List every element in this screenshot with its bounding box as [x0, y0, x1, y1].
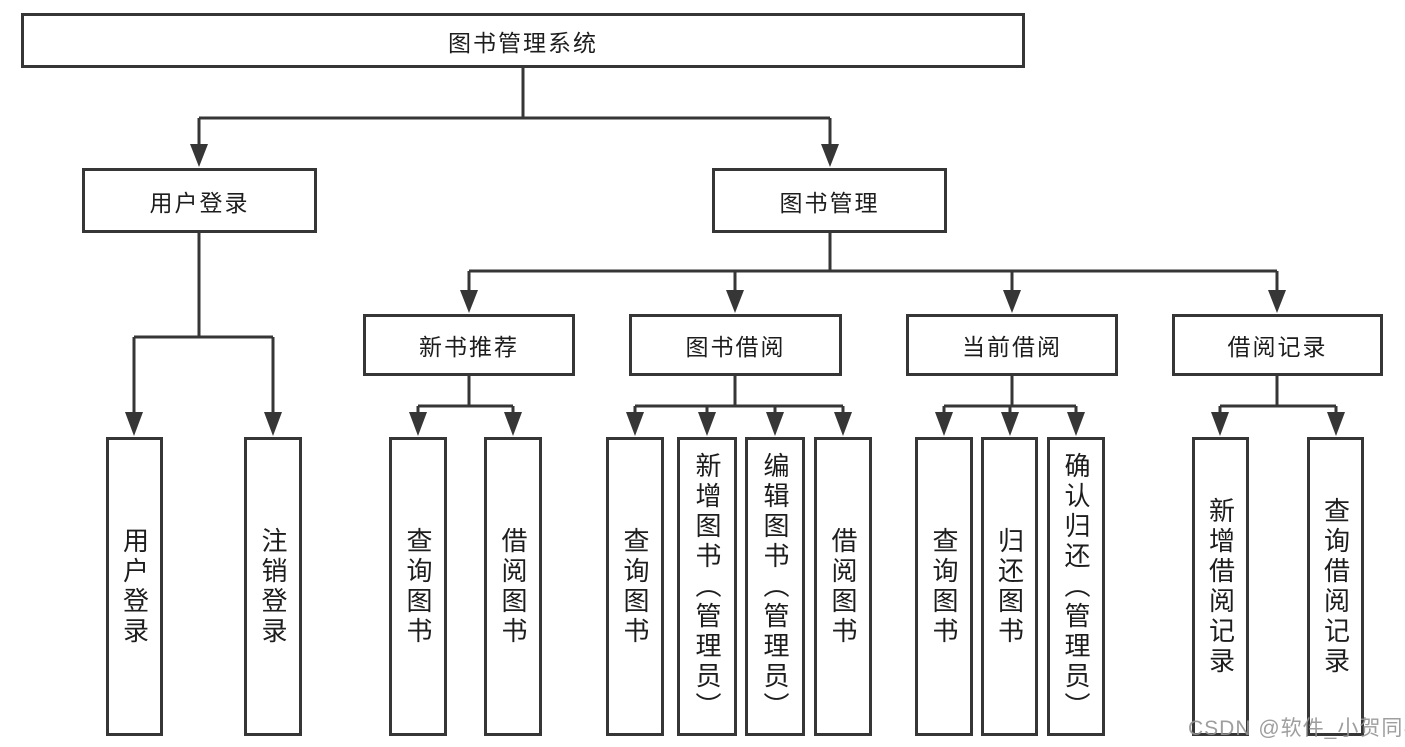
connector-borrowing-records-to-children — [1211, 376, 1345, 436]
connector-user-login-to-children — [125, 233, 282, 436]
node-current-borrowing: 当前借阅 — [906, 314, 1118, 376]
leaf-current-return-books-label: 归还图书 — [994, 526, 1025, 647]
leaf-records-query-borrow-record-label: 查询借阅记录 — [1320, 496, 1351, 677]
leaf-current-query-books: 查询图书 — [915, 437, 973, 736]
leaf-borrowing-query-books-label: 查询图书 — [620, 526, 650, 647]
node-user-login: 用户登录 — [82, 168, 317, 233]
leaf-records-add-borrow-record: 新增借阅记录 — [1192, 437, 1249, 736]
leaf-user-login: 用户登录 — [106, 437, 163, 736]
leaf-borrowing-borrow-books-label: 借阅图书 — [828, 526, 858, 647]
node-borrowing-records: 借阅记录 — [1172, 314, 1383, 376]
leaf-records-add-borrow-record-label: 新增借阅记录 — [1205, 496, 1236, 677]
node-book-borrowing: 图书借阅 — [629, 314, 842, 376]
leaf-logout-label: 注销登录 — [258, 526, 288, 647]
leaf-borrowing-edit-books-admin-label: 编辑图书（管理员） — [760, 451, 790, 722]
leaf-borrowing-edit-books-admin: 编辑图书（管理员） — [745, 437, 805, 736]
connector-new-book-recommendation-to-children — [409, 376, 522, 436]
node-book-management: 图书管理 — [712, 168, 947, 233]
leaf-borrowing-add-books-admin-label: 新增图书（管理员） — [692, 451, 722, 722]
leaf-borrowing-borrow-books: 借阅图书 — [814, 437, 872, 736]
leaf-recommend-query-books: 查询图书 — [389, 437, 447, 736]
leaf-current-return-books: 归还图书 — [981, 437, 1038, 736]
leaf-records-query-borrow-record: 查询借阅记录 — [1307, 437, 1364, 736]
leaf-user-login-label: 用户登录 — [119, 526, 150, 647]
leaf-borrowing-add-books-admin: 新增图书（管理员） — [677, 437, 737, 736]
leaf-recommend-query-books-label: 查询图书 — [403, 526, 433, 647]
leaf-current-query-books-label: 查询图书 — [929, 526, 959, 647]
csdn-watermark: CSDN @软件_小贺同学 — [1188, 717, 1405, 740]
connector-root-to-level2 — [190, 68, 839, 167]
leaf-recommend-borrow-books: 借阅图书 — [484, 437, 542, 736]
leaf-logout: 注销登录 — [244, 437, 302, 736]
connector-book-management-to-level3 — [460, 233, 1286, 313]
leaf-borrowing-query-books: 查询图书 — [606, 437, 664, 736]
connector-book-borrowing-to-children — [626, 376, 852, 436]
leaf-current-confirm-return-admin-label: 确认归还（管理员） — [1061, 451, 1091, 722]
node-library-management-system: 图书管理系统 — [21, 13, 1025, 68]
node-new-book-recommendation: 新书推荐 — [363, 314, 575, 376]
connector-current-borrowing-to-children — [935, 376, 1085, 436]
leaf-recommend-borrow-books-label: 借阅图书 — [498, 526, 528, 647]
leaf-current-confirm-return-admin: 确认归还（管理员） — [1047, 437, 1105, 736]
